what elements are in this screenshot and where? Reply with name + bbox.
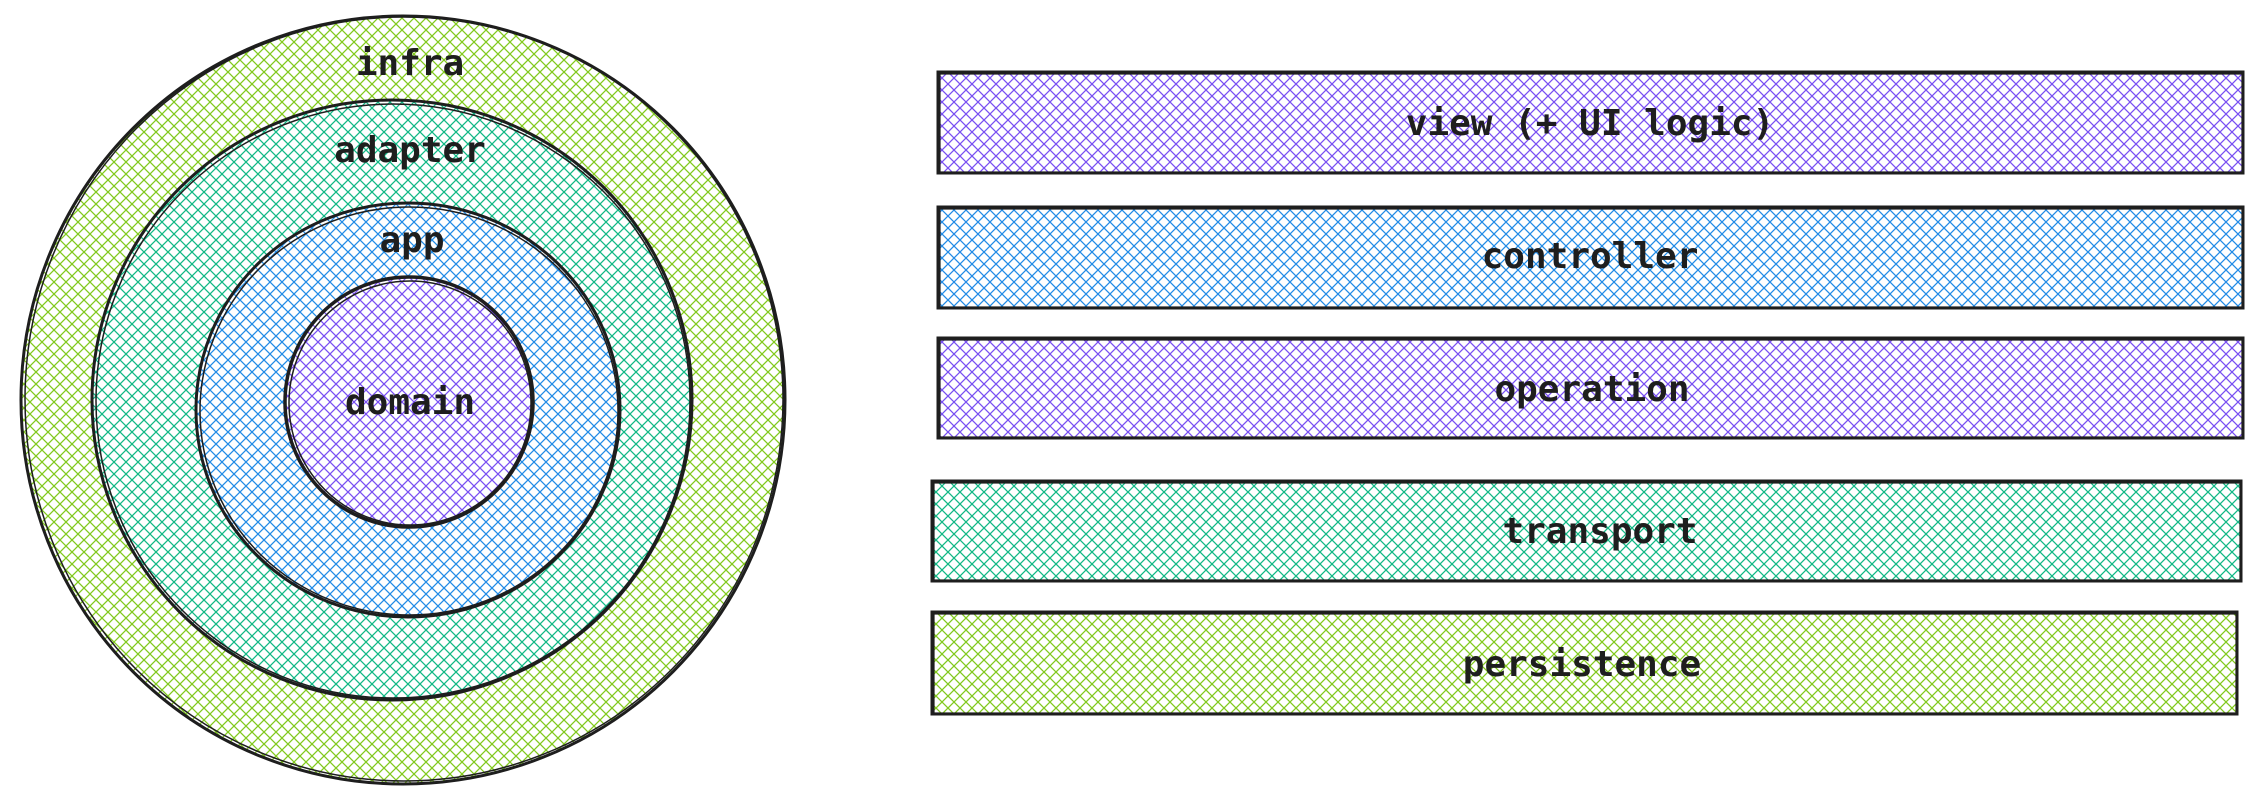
onion-diagram: infra adapter app domain bbox=[19, 14, 787, 786]
ring-label-adapter: adapter bbox=[334, 130, 486, 171]
ring-label-infra: infra bbox=[356, 43, 464, 84]
layer-label-controller: controller bbox=[1482, 236, 1699, 277]
layer-label-view: view (+ UI logic) bbox=[1406, 103, 1774, 144]
layer-operation: operation bbox=[936, 336, 2245, 440]
layer-view: view (+ UI logic) bbox=[936, 70, 2245, 175]
layer-persistence: persistence bbox=[930, 610, 2239, 716]
layer-transport: transport bbox=[930, 479, 2243, 583]
layer-label-transport: transport bbox=[1502, 511, 1697, 552]
layer-stack: view (+ UI logic) controller operation t… bbox=[930, 70, 2245, 716]
ring-domain bbox=[283, 275, 535, 529]
ring-label-app: app bbox=[379, 220, 444, 261]
ring-label-domain: domain bbox=[345, 382, 475, 423]
layer-label-persistence: persistence bbox=[1463, 644, 1701, 685]
layer-controller: controller bbox=[936, 205, 2245, 310]
layer-label-operation: operation bbox=[1494, 369, 1689, 410]
